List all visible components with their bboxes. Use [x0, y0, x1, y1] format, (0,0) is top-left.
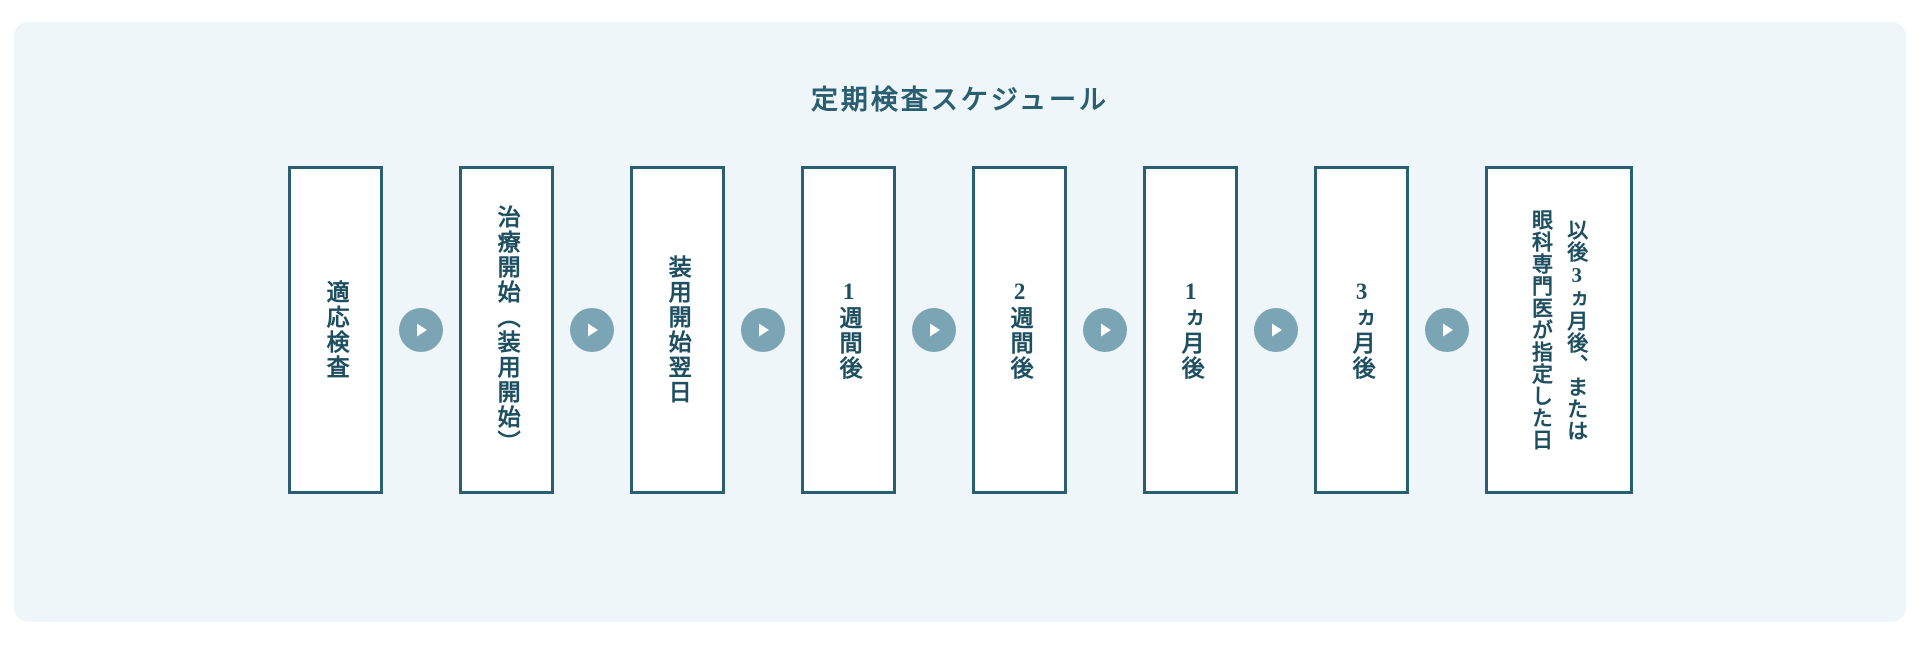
play-triangle-icon	[1100, 323, 1111, 337]
flow-step-7: 3ヵ月後	[1313, 166, 1409, 494]
flow-arrow-3	[740, 308, 785, 352]
play-triangle-icon	[758, 323, 769, 337]
flow-step-2-label: 治療開始（装用開始）	[494, 205, 520, 455]
flow-arrow-2	[569, 308, 614, 352]
play-triangle-icon	[929, 323, 940, 337]
flow-step-6: 1ヵ月後	[1142, 166, 1238, 494]
flow-step-2: 治療開始（装用開始）	[458, 166, 554, 494]
page-title: 定期検査スケジュール	[810, 85, 1110, 115]
flow-step-3: 装用開始翌日	[629, 166, 725, 494]
flow-step-1-label: 適応検査	[323, 280, 349, 380]
flow-arrow-1	[398, 308, 443, 352]
flow-step-3-label: 装用開始翌日	[665, 255, 691, 405]
flow-step-8: 以後3ヵ月後、または眼科専門医が指定した日	[1484, 166, 1633, 494]
flow-arrow-5	[1082, 308, 1127, 352]
play-triangle-icon	[587, 323, 598, 337]
flow-step-7-label: 3ヵ月後	[1349, 279, 1375, 381]
flow-step-8-label-2: 眼科専門医が指定した日	[1529, 209, 1554, 451]
play-triangle-icon	[1271, 323, 1282, 337]
flow-arrow-6	[1253, 308, 1298, 352]
flow-step-5-label: 2週間後	[1007, 279, 1033, 381]
schedule-flow: 適応検査 治療開始（装用開始） 装用開始翌日 1週間後 2週間後 1ヵ月後 3ヵ月後 以後3ヵ…	[14, 160, 1906, 500]
flow-step-5: 2週間後	[971, 166, 1067, 494]
play-triangle-icon	[1442, 323, 1453, 337]
flow-step-4-label: 1週間後	[836, 279, 862, 381]
flow-step-8-label: 以後3ヵ月後、または	[1564, 218, 1589, 442]
schedule-panel: 定期検査スケジュール 適応検査 治療開始（装用開始） 装用開始翌日 1週間後 2週間後 1…	[14, 22, 1906, 622]
flow-step-4: 1週間後	[800, 166, 896, 494]
flow-step-1: 適応検査	[287, 166, 383, 494]
play-triangle-icon	[416, 323, 427, 337]
flow-arrow-7	[1424, 308, 1469, 352]
flow-step-6-label: 1ヵ月後	[1178, 279, 1204, 381]
flow-arrow-4	[911, 308, 956, 352]
